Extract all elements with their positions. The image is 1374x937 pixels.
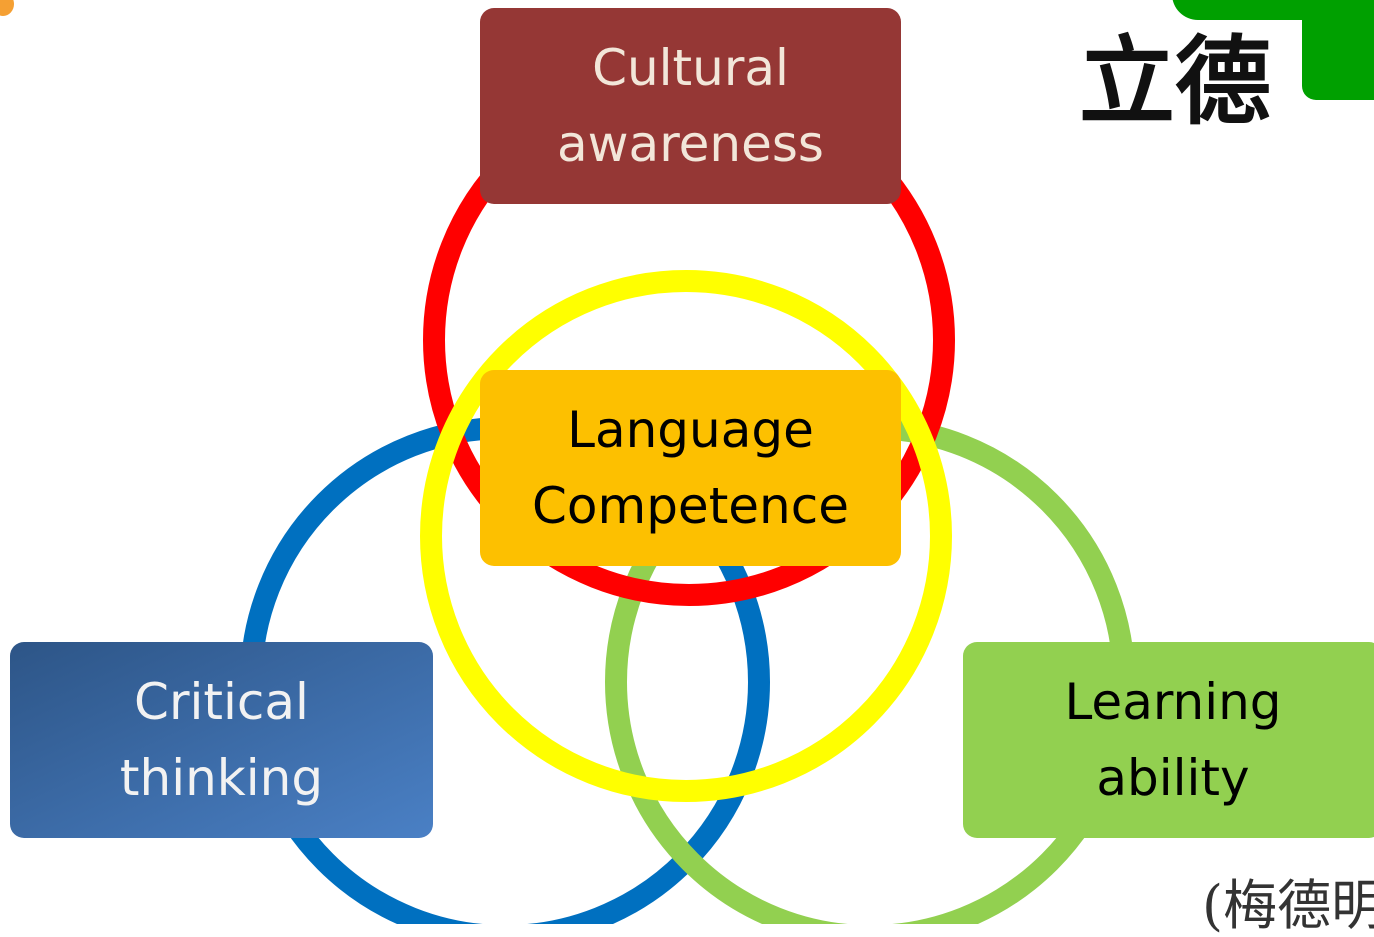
cjk-title: 立德 (1079, 25, 1271, 138)
cultural-awareness-box: Cultural awareness (480, 8, 901, 204)
critical-thinking-box: Critical thinking (10, 642, 433, 838)
learning-ability-box: Learning ability (963, 642, 1374, 838)
language-competence-line-1: Language (567, 401, 814, 459)
corner-decoration (0, 0, 14, 16)
critical-thinking-line-2: thinking (119, 749, 324, 807)
cultural-awareness-line-2: awareness (557, 115, 824, 173)
yellow-ring (420, 270, 952, 802)
author-note: (梅德明 (1202, 874, 1374, 937)
cultural-awareness-line-1: Cultural (592, 39, 789, 97)
language-competence-line-2: Competence (531, 477, 850, 535)
green-tab-shape (1302, 20, 1374, 100)
learning-ability-line-1: Learning (1064, 673, 1282, 731)
learning-ability-line-2: ability (1096, 749, 1250, 807)
language-competence-box: Language Competence (480, 370, 901, 566)
critical-thinking-line-1: Critical (134, 673, 309, 731)
